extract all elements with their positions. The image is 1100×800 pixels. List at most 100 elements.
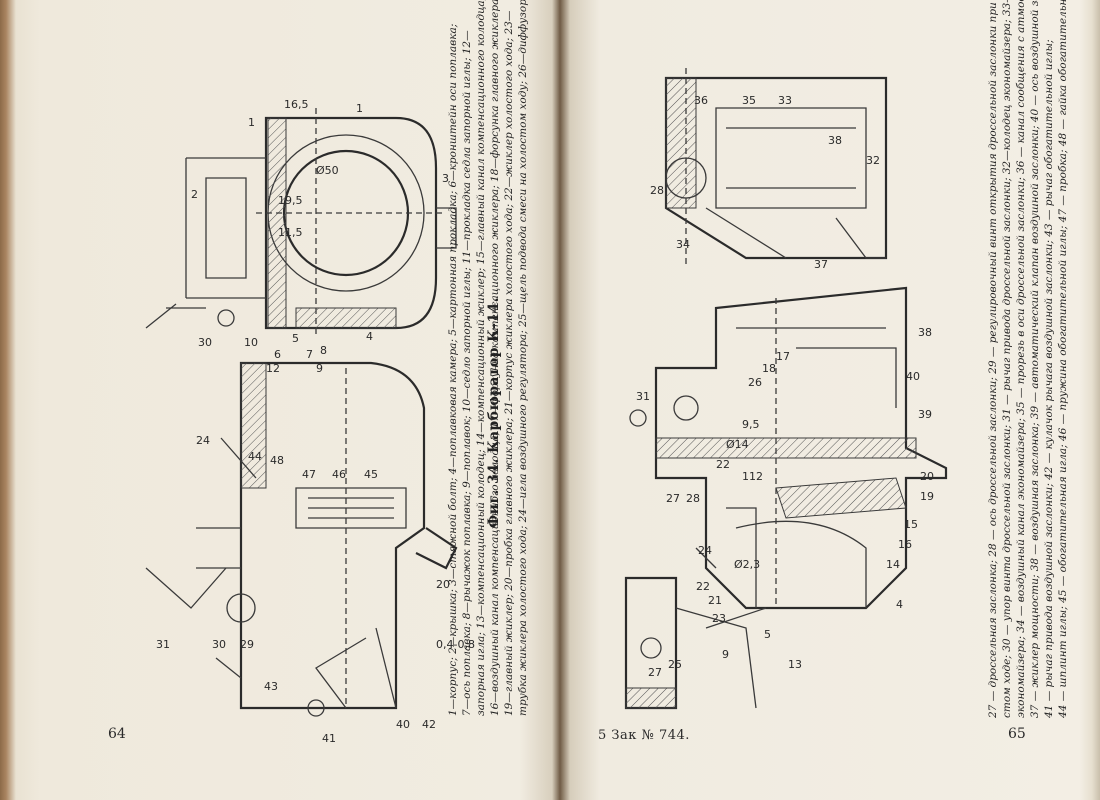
label: 112 [742, 470, 763, 483]
label: 1 [248, 116, 255, 129]
legend-line: трубка жиклера холостого хода; 24—игла в… [517, 0, 529, 716]
label: 9 [316, 362, 323, 375]
label: 8 [320, 344, 327, 357]
label: 41 [322, 732, 336, 745]
label: 22 [716, 458, 730, 471]
label: 16,5 [284, 98, 309, 111]
label: 40 [906, 370, 920, 383]
legend-line: 44 — шплинт иглы; 45 — обогатительная иг… [1057, 0, 1069, 718]
carburetor-main-section-drawing [629, 286, 948, 629]
label: 20 [436, 578, 450, 591]
label: 18 [762, 362, 776, 375]
left-drawings: 1 1 2 3 4 5 6 7 8 9 10 12 30 11,5 Ø50 16… [145, 98, 475, 745]
label: 3 [442, 172, 449, 185]
page-number-right: 65 [1008, 726, 1026, 742]
economizer-drawing [664, 68, 888, 268]
print-order-note: 5 Зак № 744. [598, 728, 690, 743]
label: 19,5 [278, 194, 303, 207]
legend-line: 27 — дроссельная заслонка; 28 — ось дрос… [987, 0, 999, 718]
label: 35 [742, 94, 756, 107]
label: 6 [274, 348, 281, 361]
label: 30 [198, 336, 212, 349]
bottom-drawing-labels: 24 44 48 47 46 45 20 31 30 29 43 41 40 4… [156, 434, 475, 745]
label: 28 [686, 492, 700, 505]
label: 40 [396, 718, 410, 731]
label: 36 [694, 94, 708, 107]
legend-line: 7—ось поплавка; 8—рычажок поплавка; 9—по… [461, 30, 473, 716]
legend-line: экономайзера; 34 — воздушный канал эконо… [1015, 0, 1027, 718]
label: 5 [764, 628, 771, 641]
idle-jet-drawing [624, 547, 757, 710]
label: 39 [918, 408, 932, 421]
carburetor-side-drawing [145, 361, 458, 717]
float-chamber-drawing [145, 108, 457, 338]
bottom-right-labels: 24 22 Ø2,3 21 23 9 5 13 27 25 [648, 544, 802, 679]
label: 48 [270, 454, 284, 467]
label: 28 [650, 184, 664, 197]
label: 25 [668, 658, 682, 671]
label: 24 [698, 544, 712, 557]
label: 22 [696, 580, 710, 593]
top-drawing-labels: 1 1 2 3 4 5 6 7 8 9 10 12 30 11,5 Ø50 16… [191, 98, 449, 375]
label: 45 [364, 468, 378, 481]
label: 24 [196, 434, 210, 447]
label: 47 [302, 468, 316, 481]
label: 38 [828, 134, 842, 147]
label: 0,4-0,8 [436, 638, 475, 651]
label: 19 [920, 490, 934, 503]
middle-right-labels: 31 26 18 17 27 28 22 Ø14 112 9,5 40 38 3… [636, 326, 934, 611]
label: 34 [676, 238, 690, 251]
page-number-left: 64 [108, 726, 126, 742]
label: 9,5 [742, 418, 760, 431]
label: 15 [904, 518, 918, 531]
legend-line: запорная игла; 13—компенсационный колоде… [475, 0, 487, 716]
legend-line: 41 — рычаг привода воздушной заслонки; 4… [1043, 39, 1055, 718]
right-drawings: 36 35 33 38 32 28 34 37 [624, 68, 948, 710]
label: 13 [788, 658, 802, 671]
label: Ø50 [316, 164, 339, 177]
label: Ø2,3 [734, 558, 760, 571]
label: 44 [248, 450, 262, 463]
label: 11,5 [278, 226, 303, 239]
label: 4 [896, 598, 903, 611]
label: 23 [712, 612, 726, 625]
label: 20 [920, 470, 934, 483]
legend-line: 16—воздушный канал компенсационного коло… [489, 0, 501, 716]
label: 37 [814, 258, 828, 271]
label: 14 [886, 558, 900, 571]
label: 10 [244, 336, 258, 349]
legend-line: 37 — жиклер мощности; 38 — воздушная зас… [1029, 0, 1041, 718]
label: 12 [266, 362, 280, 375]
legend-line: 19—главный жиклер; 20—пробка главного жи… [503, 10, 515, 716]
label: Ø14 [726, 438, 749, 451]
label: 16 [898, 538, 912, 551]
label: 31 [636, 390, 650, 403]
label: 32 [866, 154, 880, 167]
label: 7 [306, 348, 313, 361]
legend-line: 1—корпус; 2—крышка; 3—стяжной болт; 4—по… [447, 23, 459, 716]
label: 46 [332, 468, 346, 481]
label: 5 [292, 332, 299, 345]
top-right-labels: 36 35 33 38 32 28 34 37 [650, 94, 880, 271]
label: 17 [776, 350, 790, 363]
label: 26 [748, 376, 762, 389]
label: 43 [264, 680, 278, 693]
figure-legend-continued: 27 — дроссельная заслонка; 28 — ось дрос… [986, 0, 1070, 718]
label: 31 [156, 638, 170, 651]
label: 1 [356, 102, 363, 115]
label: 38 [918, 326, 932, 339]
label: 2 [191, 188, 198, 201]
figure-legend: 1—корпус; 2—крышка; 3—стяжной болт; 4—по… [446, 0, 530, 716]
label: 33 [778, 94, 792, 107]
label: 27 [666, 492, 680, 505]
label: 27 [648, 666, 662, 679]
label: 29 [240, 638, 254, 651]
label: 4 [366, 330, 373, 343]
right-page: 36 35 33 38 32 28 34 37 [566, 0, 1088, 786]
left-page: 1 1 2 3 4 5 6 7 8 9 10 12 30 11,5 Ø50 16… [16, 0, 556, 786]
label: 42 [422, 718, 436, 731]
label: 30 [212, 638, 226, 651]
label: 9 [722, 648, 729, 661]
legend-line: стом ходе; 30 — упор винта дроссельной з… [1001, 0, 1013, 718]
